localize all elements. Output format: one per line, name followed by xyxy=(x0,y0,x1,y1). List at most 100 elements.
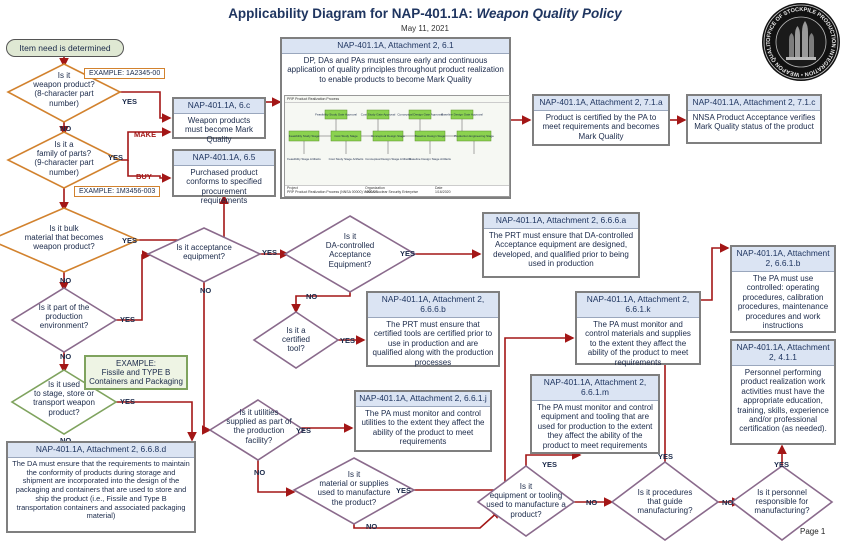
box-heading: NAP-401.1A, Attachment 2, 6.6.1.b xyxy=(732,247,834,272)
start-terminal: Item need is determined xyxy=(6,39,124,57)
decision-da-controlled-text: Is it DA-controlled Acceptance Equipment… xyxy=(325,232,375,269)
decision-equipment-text: Is it equipment or tooling used to manuf… xyxy=(486,482,566,519)
requirement-box-6-6-8-d: NAP-401.1A, Attachment 2, 6.6.8.d The DA… xyxy=(6,441,196,533)
page-title: Applicability Diagram for NAP-401.1A: We… xyxy=(228,6,622,21)
label-yes: YES xyxy=(400,249,416,258)
label-yes: YES xyxy=(108,153,124,162)
decision-stage-text: Is it used to stage, store or transport … xyxy=(33,380,95,417)
box-body: DP, DAs and PAs must ensure early and co… xyxy=(287,55,504,84)
label-no: NO xyxy=(60,352,72,361)
requirement-box-6-6-6-a: NAP-401.1A, Attachment 2, 6.6.6.a The PR… xyxy=(482,212,640,278)
decision-certified-tool-text: Is it a certified tool? xyxy=(281,326,310,354)
box-body: The PA must monitor and control equipmen… xyxy=(537,402,653,450)
svg-text:Feasibility Stage Artifacts: Feasibility Stage Artifacts xyxy=(287,157,321,161)
diamond-production-environment xyxy=(10,287,118,353)
requirement-box-6-6-1-k: NAP-401.1A, Attachment 2, 6.6.1.k The PA… xyxy=(575,291,701,367)
box-heading: NAP-401.1A, Attachment 2, 6.6.6.a xyxy=(484,214,638,229)
box-heading: NAP-401.1A, Attachment 2, 7.1.a xyxy=(534,96,668,111)
box-body: The PRT must ensure that certified tools… xyxy=(372,319,494,367)
diamond-procedures xyxy=(610,460,720,541)
svg-text:Baseline Design Gate Approval: Baseline Design Gate Approval xyxy=(441,113,483,117)
diamond-family-of-parts xyxy=(6,131,122,189)
decision-procedures-text: Is it procedures that guide manufacturin… xyxy=(637,488,693,516)
box-body: Weapon products must become Mark Quality xyxy=(184,115,254,144)
label-no: NO xyxy=(60,124,72,133)
requirement-box-7-1-a: NAP-401.1A, Attachment 2, 7.1.a Product … xyxy=(532,94,670,146)
diamond-bulk-material xyxy=(0,207,141,273)
decision-material-text: Is it material or supplies used to manuf… xyxy=(317,470,391,507)
box-heading: NAP-401.1A, Attachment 2, 6.6.6.b xyxy=(368,293,498,318)
diamond-da-controlled xyxy=(283,215,417,293)
svg-text:Cost Study Stage Artifacts: Cost Study Stage Artifacts xyxy=(329,157,364,161)
box-body: The PRT must ensure that DA-controlled A… xyxy=(488,230,634,269)
label-yes: YES xyxy=(396,486,412,495)
label-yes: YES xyxy=(262,248,278,257)
requirement-box-6-6-1-b: NAP-401.1A, Attachment 2, 6.6.1.b The PA… xyxy=(730,245,836,333)
diamond-material-supplies xyxy=(292,457,416,525)
requirement-box-6-6-1-j: NAP-401.1A, Attachment 2, 6.6.1.j The PA… xyxy=(354,390,492,452)
box-heading: NAP-401.1A, 6.c xyxy=(174,99,264,114)
box-body: The PA must monitor and control material… xyxy=(585,319,691,367)
label-yes: YES xyxy=(120,397,136,406)
label-no: NO xyxy=(586,498,598,507)
svg-text:Conceptual Design Stage: Conceptual Design Stage xyxy=(371,134,405,138)
page-date: May 11, 2021 xyxy=(401,24,449,33)
requirement-box-4-1-1: NAP-401.1A, Attachment 2, 4.1.1 Personne… xyxy=(730,339,836,445)
label-no: NO xyxy=(366,522,378,531)
svg-text:Cost Study Gate Approval: Cost Study Gate Approval xyxy=(361,113,396,117)
box-heading: NAP-401.1A, 6.5 xyxy=(174,151,274,166)
office-seal-icon: OFFICE OF STOCKPILE PRODUCTION INTEGRATI… xyxy=(761,2,840,81)
svg-text:Production Engineering Stage: Production Engineering Stage xyxy=(454,134,494,138)
decision-acceptance-text: Is it acceptance equipment? xyxy=(176,243,232,262)
box-body: The PA must use controlled: operating pr… xyxy=(737,273,829,330)
box-body: Purchased product conforms to specified … xyxy=(186,167,262,206)
svg-text:Baseline Design Stage: Baseline Design Stage xyxy=(415,134,446,138)
svg-text:Cost Study Stage: Cost Study Stage xyxy=(334,134,358,138)
label-yes: YES xyxy=(296,426,312,435)
box-heading: NAP-401.1A, Attachment 2, 6.6.8.d xyxy=(8,443,194,458)
box-body: The DA must ensure that the requirements… xyxy=(12,458,190,521)
requirement-box-7-1-c: NAP-401.1A, Attachment 2, 7.1.c NNSA Pro… xyxy=(686,94,822,144)
box-heading: NAP-401.1A, Attachment 2, 6.1 xyxy=(282,39,509,54)
box-heading: NAP-401.1A, Attachment 2, 7.1.c xyxy=(688,96,820,111)
label-yes: YES xyxy=(658,452,674,461)
box-body: Personnel performing product realization… xyxy=(737,367,829,434)
box-heading: NAP-401.1A, Attachment 2, 6.6.1.m xyxy=(532,376,658,401)
label-yes: YES xyxy=(122,97,138,106)
decision-weapon-product-text: Is it weapon product? (8-character part … xyxy=(33,71,95,108)
process-stages-graphic: Feasibility Study Gate Approval Cost Stu… xyxy=(287,109,494,161)
decision-prod-env-text: Is it part of the production environment… xyxy=(38,303,90,331)
box-heading: NAP-401.1A, Attachment 2, 6.6.1.k xyxy=(577,293,699,318)
decision-personnel-text: Is it personnel responsible for manufact… xyxy=(754,488,810,516)
decision-family-text: Is it a family of parts? (9-character pa… xyxy=(34,140,94,177)
box-body: The PA must monitor and control utilitie… xyxy=(361,408,485,447)
label-no: NO xyxy=(722,498,734,507)
requirement-box-6-6-1-m: NAP-401.1A, Attachment 2, 6.6.1.m The PA… xyxy=(530,374,660,454)
svg-text:Feasibility Study Stage: Feasibility Study Stage xyxy=(289,134,320,138)
label-buy: BUY xyxy=(136,172,152,181)
label-yes: YES xyxy=(122,236,138,245)
example-tag-family-number: EXAMPLE: 1M3456-003 xyxy=(74,186,161,197)
svg-text:Conceptual Design Stage Artifa: Conceptual Design Stage Artifacts xyxy=(365,157,411,161)
diamond-certified-tool xyxy=(252,311,340,369)
requirement-box-6c: NAP-401.1A, 6.c Weapon products must bec… xyxy=(172,97,266,144)
box-heading: NAP-401.1A, Attachment 2, 4.1.1 xyxy=(732,341,834,366)
label-yes: YES xyxy=(120,315,136,324)
diamond-personnel xyxy=(730,465,834,542)
box-heading: NAP-401.1A, Attachment 2, 6.6.1.j xyxy=(356,392,490,407)
process-image-footer: Project Organization Date PRP Product Re… xyxy=(285,185,509,196)
label-no: NO xyxy=(254,468,266,477)
example-tag-part-number: EXAMPLE: 1A2345-00 xyxy=(84,68,166,79)
requirement-box-6-6-6-b: NAP-401.1A, Attachment 2, 6.6.6.b The PR… xyxy=(366,291,500,367)
diamond-acceptance-equipment xyxy=(146,227,262,283)
box-body: Product is certified by the PA to meet r… xyxy=(542,112,660,141)
svg-text:Baseline Design Stage Artifact: Baseline Design Stage Artifacts xyxy=(409,157,451,161)
label-no: NO xyxy=(306,292,318,301)
diamond-equipment-tooling xyxy=(476,465,576,537)
requirement-box-6-5: NAP-401.1A, 6.5 Purchased product confor… xyxy=(172,149,276,205)
label-no: NO xyxy=(60,276,72,285)
label-yes: YES xyxy=(340,336,356,345)
process-image-header: PRP Product Realization Process xyxy=(285,96,509,103)
decision-bulk-text: Is it bulk material that becomes weapon … xyxy=(24,224,104,252)
label-yes: YES xyxy=(774,460,790,469)
